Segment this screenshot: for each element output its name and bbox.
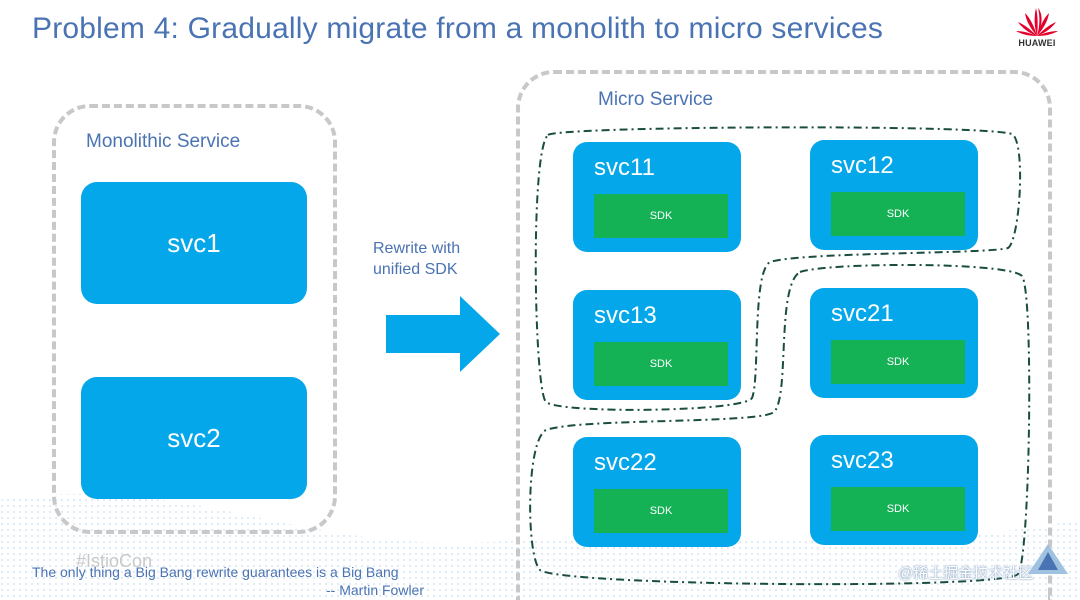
microservice-block: svc22 SDK [573,437,741,547]
sdk-badge: SDK [594,194,728,238]
microservice-block: svc23 SDK [810,435,978,545]
huawei-logo: HUAWEI [1008,4,1066,52]
quote-text: The only thing a Big Bang rewrite guaran… [32,564,399,580]
event-hashtag: #IstioCon [76,551,153,571]
quote-author: -- Martin Fowler [326,582,425,598]
rewrite-label-line: Rewrite with [373,240,461,257]
watermark-text: @稀土掘金技术社区 [898,565,1034,582]
sail-logo-icon [1028,544,1068,574]
right-arrow-icon [386,296,500,372]
microservice-block: svc11 SDK [573,142,741,252]
service-name: svc11 [594,154,655,181]
microservice-block: svc13 SDK [573,290,741,400]
microservice-block: svc12 SDK [810,140,978,250]
microservice-block: svc21 SDK [810,288,978,398]
brand-name: HUAWEI [1018,38,1056,48]
huawei-petal-icon [1016,8,1058,36]
sdk-badge: SDK [594,342,728,386]
microservice-group [516,70,1052,600]
group-outline-bottom [529,263,1031,586]
service-name: svc21 [831,300,894,327]
service-block: svc2 [81,377,307,499]
service-name: svc23 [831,447,894,474]
microservice-label: Micro Service [598,89,714,110]
sdk-badge: SDK [831,487,965,531]
sdk-badge: SDK [594,489,728,533]
monolith-label: Monolithic Service [86,131,241,152]
rewrite-label-line: unified SDK [373,261,458,278]
rewrite-label: Rewrite with unified SDK [373,238,503,280]
slide-title: Problem 4: Gradually migrate from a mono… [32,12,884,45]
sdk-badge: SDK [831,340,965,384]
service-name: svc12 [831,152,894,179]
service-name: svc13 [594,302,657,329]
service-name: svc22 [594,449,657,476]
sdk-badge: SDK [831,192,965,236]
service-block: svc1 [81,182,307,304]
monolith-group [52,104,337,534]
